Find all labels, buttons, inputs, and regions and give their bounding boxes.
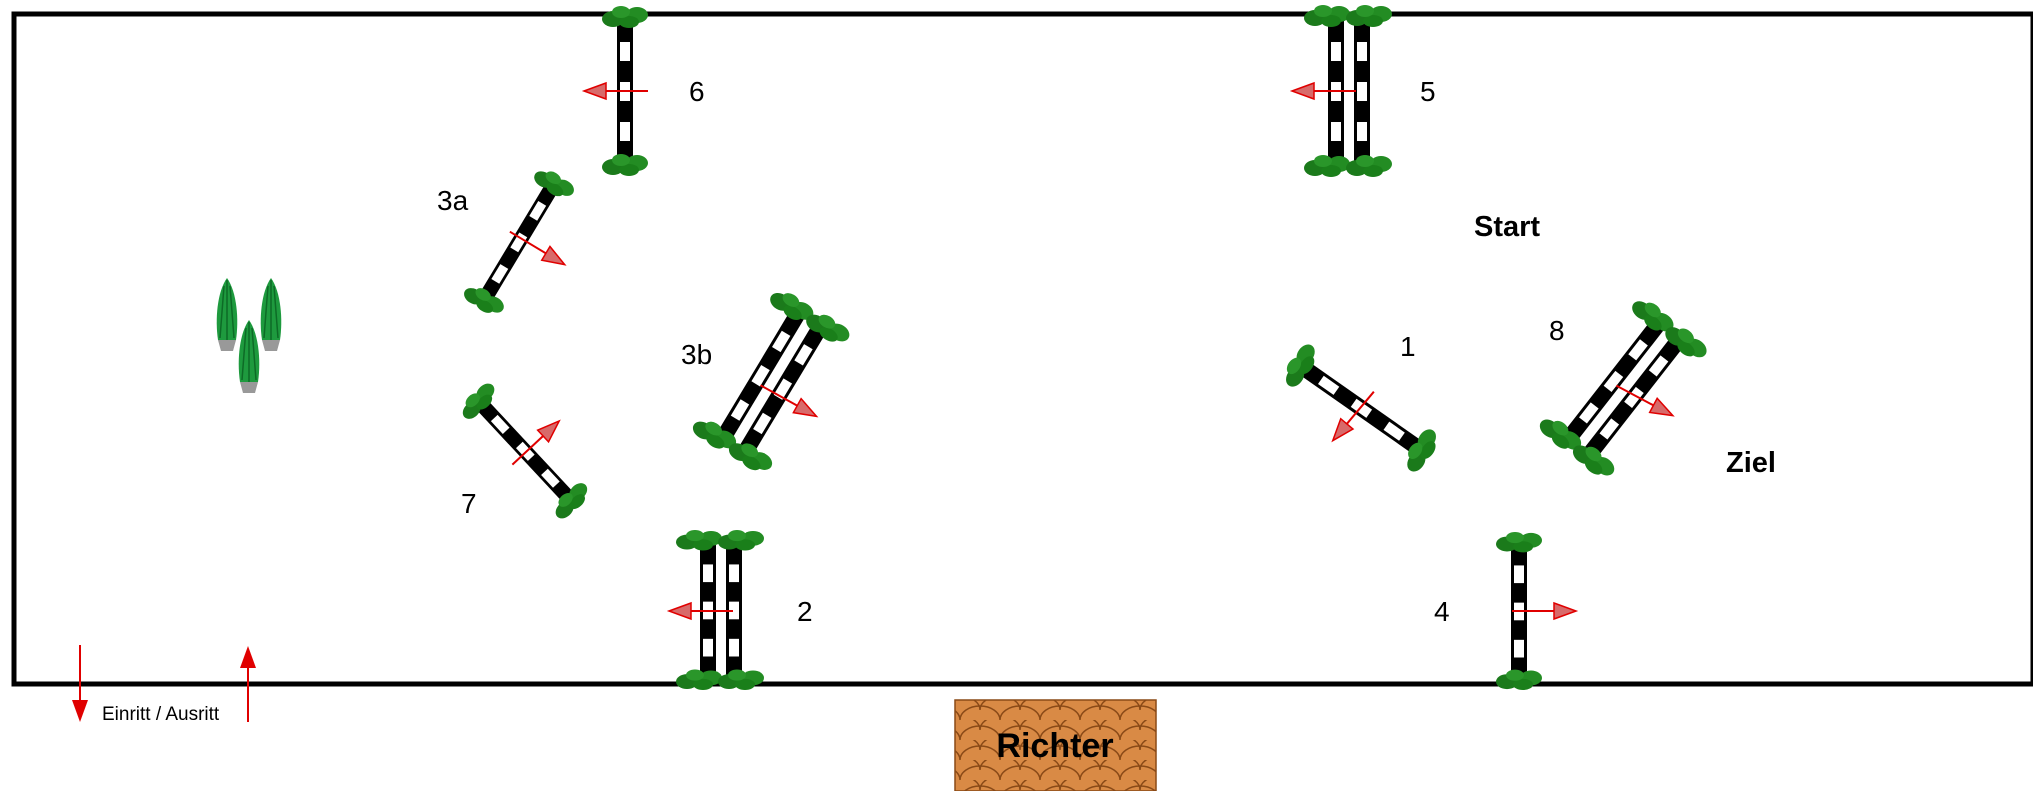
obstacle-label-3a: 3a [437,185,469,216]
entrance-exit: Einritt / Ausritt [72,645,256,725]
judge-box: Richter [954,699,1157,791]
obstacle-2: 2 [668,530,813,690]
potted-cypress-icon [215,277,283,394]
obstacle-6: 6 [583,6,705,176]
entrance-label: Einritt / Ausritt [102,704,220,725]
obstacle-label-1: 1 [1400,331,1416,362]
judge-label: Richter [996,727,1113,765]
obstacle-1: 1 [1278,331,1444,476]
obstacle-label-5: 5 [1420,76,1436,107]
finish-label: Ziel [1726,447,1776,479]
obstacle-label-3b: 3b [681,339,712,370]
obstacle-label-6: 6 [689,76,705,107]
obstacle-4: 4 [1434,532,1577,690]
arena-border [11,11,2033,687]
obstacle-8: 8 [1536,294,1711,484]
obstacle-5: 5 [1291,5,1436,177]
obstacle-label-4: 4 [1434,596,1450,627]
obstacle-7: 7 [456,379,594,522]
obstacle-3a: 3a [437,164,577,320]
obstacle-label-2: 2 [797,596,813,627]
obstacle-label-7: 7 [461,488,477,519]
obstacle-label-8: 8 [1549,315,1565,346]
start-label: Start [1474,211,1540,243]
obstacle-3b: 3b [681,285,853,478]
